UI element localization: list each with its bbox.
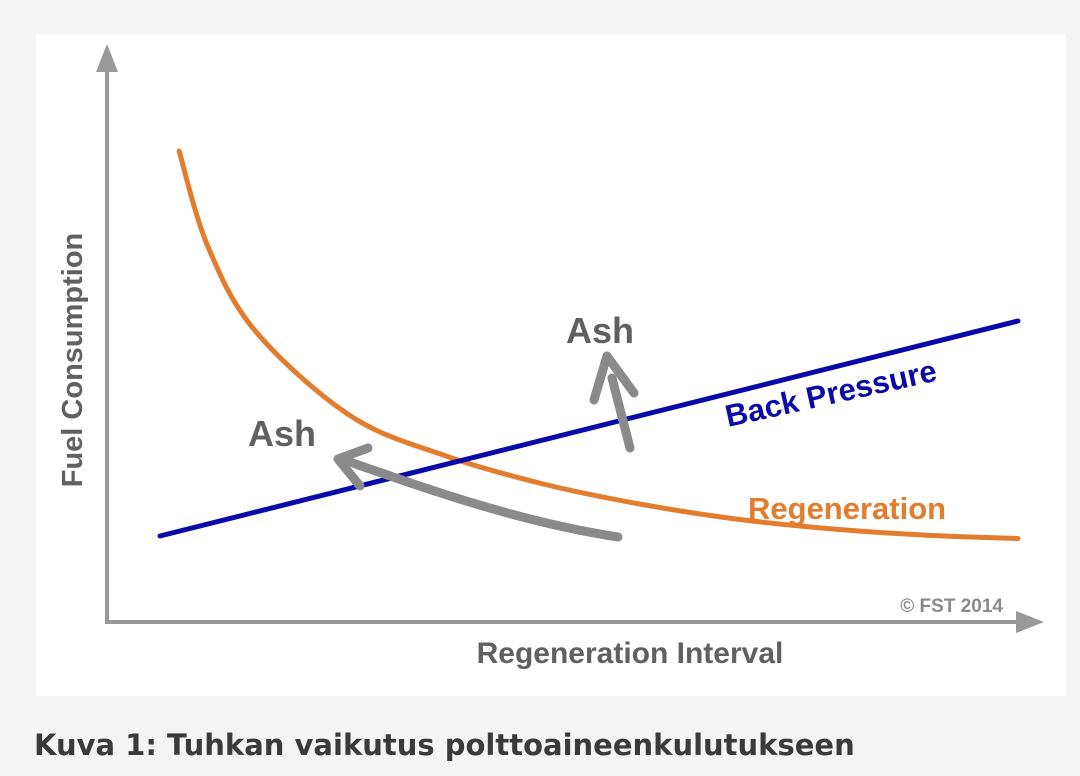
y-axis-arrowhead [96, 44, 118, 72]
x-axis-label: Regeneration Interval [477, 637, 784, 670]
fuel-consumption-chart: Fuel Consumption Regeneration Interval ©… [57, 44, 1044, 670]
series-line-regeneration [176, 148, 1021, 541]
series-label-back-pressure: Back Pressure [722, 353, 940, 434]
ash-label-lower: Ash [248, 413, 316, 454]
x-axis-arrowhead [1016, 611, 1044, 633]
figure-panel [36, 34, 1066, 696]
series-layer [157, 148, 1021, 541]
figure-caption: Kuva 1: Tuhkan vaikutus polttoaineenkulu… [34, 728, 855, 762]
series-label-regeneration: Regeneration [748, 491, 946, 526]
copyright-label: © FST 2014 [900, 596, 1003, 617]
y-axis-label: Fuel Consumption [57, 233, 89, 488]
ash-arrow-upper [589, 351, 639, 453]
ash-label-upper: Ash [566, 310, 634, 351]
ash-arrow-lower [333, 443, 623, 542]
series-line-back-pressure [157, 318, 1021, 539]
